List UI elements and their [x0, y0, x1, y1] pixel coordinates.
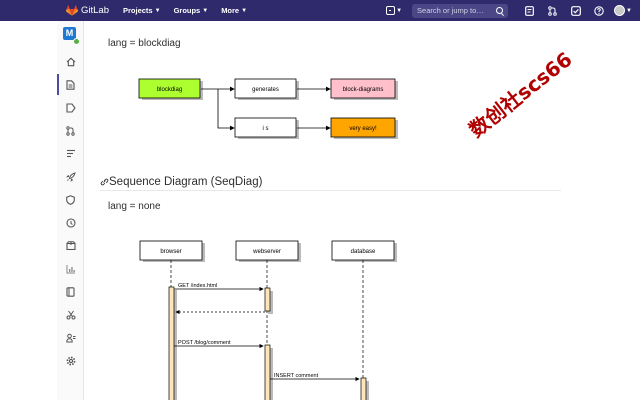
- blockdiag-diagram: blockdiag generates block-diagrams i s v…: [138, 78, 398, 139]
- avatar: [614, 5, 626, 16]
- todo-icon[interactable]: [524, 5, 535, 16]
- node-blockdiag: [138, 78, 201, 99]
- nav-projects-label: Projects: [123, 6, 153, 15]
- actor-browser-label: browser: [160, 249, 181, 255]
- diagrams-canvas: blockdiag generates block-diagrams i s v…: [138, 78, 398, 400]
- project-status-dot: [73, 38, 80, 45]
- node-very-easy: [330, 117, 396, 138]
- message-post-label: POST /blog/comment: [178, 340, 231, 346]
- book-icon[interactable]: [65, 286, 76, 297]
- blockdiag-lang-label: lang = blockdiag: [108, 38, 181, 49]
- node-blockdiag-label: blockdiag: [157, 87, 182, 93]
- plus-square-icon: [386, 6, 396, 15]
- chevron-down-icon: ▼: [154, 7, 161, 14]
- activation-webserver-2: [264, 344, 271, 400]
- new-dropdown[interactable]: ▼: [386, 6, 402, 15]
- merge-request-icon[interactable]: [65, 125, 76, 136]
- package-icon[interactable]: [65, 240, 76, 251]
- nav-projects[interactable]: Projects▼: [123, 6, 161, 15]
- activation-webserver-1: [264, 287, 271, 312]
- link-anchor-icon[interactable]: [100, 178, 109, 186]
- node-is: [234, 117, 297, 138]
- chevron-down-icon: ▼: [202, 7, 209, 14]
- chart-icon[interactable]: [65, 263, 76, 274]
- wiki-content: lang = blockdiag blockdiag generates blo…: [84, 21, 640, 400]
- nav-more-label: More: [221, 6, 240, 15]
- chevron-down-icon: ▼: [241, 7, 248, 14]
- issues-icon[interactable]: [65, 102, 76, 113]
- home-icon[interactable]: [65, 56, 76, 67]
- cloud-icon[interactable]: [65, 217, 76, 228]
- gitlab-logo[interactable]: GitLab: [66, 5, 109, 16]
- gitlab-tanuki-icon: [66, 5, 78, 16]
- message-insert-label: INSERT comment: [274, 373, 319, 379]
- node-block-diagrams: [330, 78, 396, 99]
- brand-name: GitLab: [81, 5, 109, 16]
- main-nav: Projects▼ Groups▼ More▼: [123, 6, 247, 15]
- seqdiag-title: Sequence Diagram (SeqDiag): [109, 176, 263, 188]
- edge-blockdiag-is: [217, 89, 235, 131]
- search-icon: [496, 6, 504, 14]
- seqdiag-lang-label: lang = none: [108, 201, 161, 212]
- shield-icon[interactable]: [65, 194, 76, 205]
- merge-requests-icon[interactable]: [547, 5, 558, 16]
- nav-groups[interactable]: Groups▼: [174, 6, 209, 15]
- node-block-diagrams-label: block-diagrams: [343, 87, 384, 93]
- actor-database-label: database: [351, 249, 376, 255]
- project-avatar[interactable]: M: [63, 27, 76, 40]
- seqdiag-diagram: browser webserver database GET /index.ht…: [139, 240, 397, 400]
- document-icon[interactable]: [57, 74, 76, 95]
- node-generates: [234, 78, 297, 99]
- seqdiag-heading: Sequence Diagram (SeqDiag): [100, 176, 262, 188]
- activation-browser: [168, 286, 175, 400]
- activation-database: [360, 377, 367, 400]
- node-very-easy-label: very easy!: [349, 126, 377, 132]
- actor-webserver-label: webserver: [252, 249, 281, 255]
- node-generates-label: generates: [252, 87, 279, 93]
- project-sidebar: M: [57, 21, 84, 400]
- node-is-label: i s: [263, 126, 269, 132]
- nav-more[interactable]: More▼: [221, 6, 247, 15]
- heading-divider: [100, 190, 561, 191]
- search-input[interactable]: Search or jump to…: [412, 3, 509, 18]
- help-icon[interactable]: [593, 5, 604, 16]
- issues-check-icon[interactable]: [570, 5, 581, 16]
- list-icon[interactable]: [65, 148, 76, 159]
- message-get-label: GET /index.html: [178, 283, 217, 289]
- settings-icon[interactable]: [65, 355, 76, 366]
- members-icon[interactable]: [65, 332, 76, 343]
- rocket-icon[interactable]: [65, 171, 76, 182]
- topbar-tools: ▼ Search or jump to… ▼: [386, 0, 640, 21]
- search-placeholder: Search or jump to…: [417, 6, 484, 15]
- top-navbar: GitLab Projects▼ Groups▼ More▼ ▼ Search …: [0, 0, 640, 21]
- nav-groups-label: Groups: [173, 6, 201, 15]
- snippets-icon[interactable]: [65, 309, 76, 320]
- user-avatar-dropdown[interactable]: ▼: [614, 5, 632, 16]
- chevron-down-icon: ▼: [626, 7, 632, 14]
- chevron-down-icon: ▼: [396, 7, 403, 14]
